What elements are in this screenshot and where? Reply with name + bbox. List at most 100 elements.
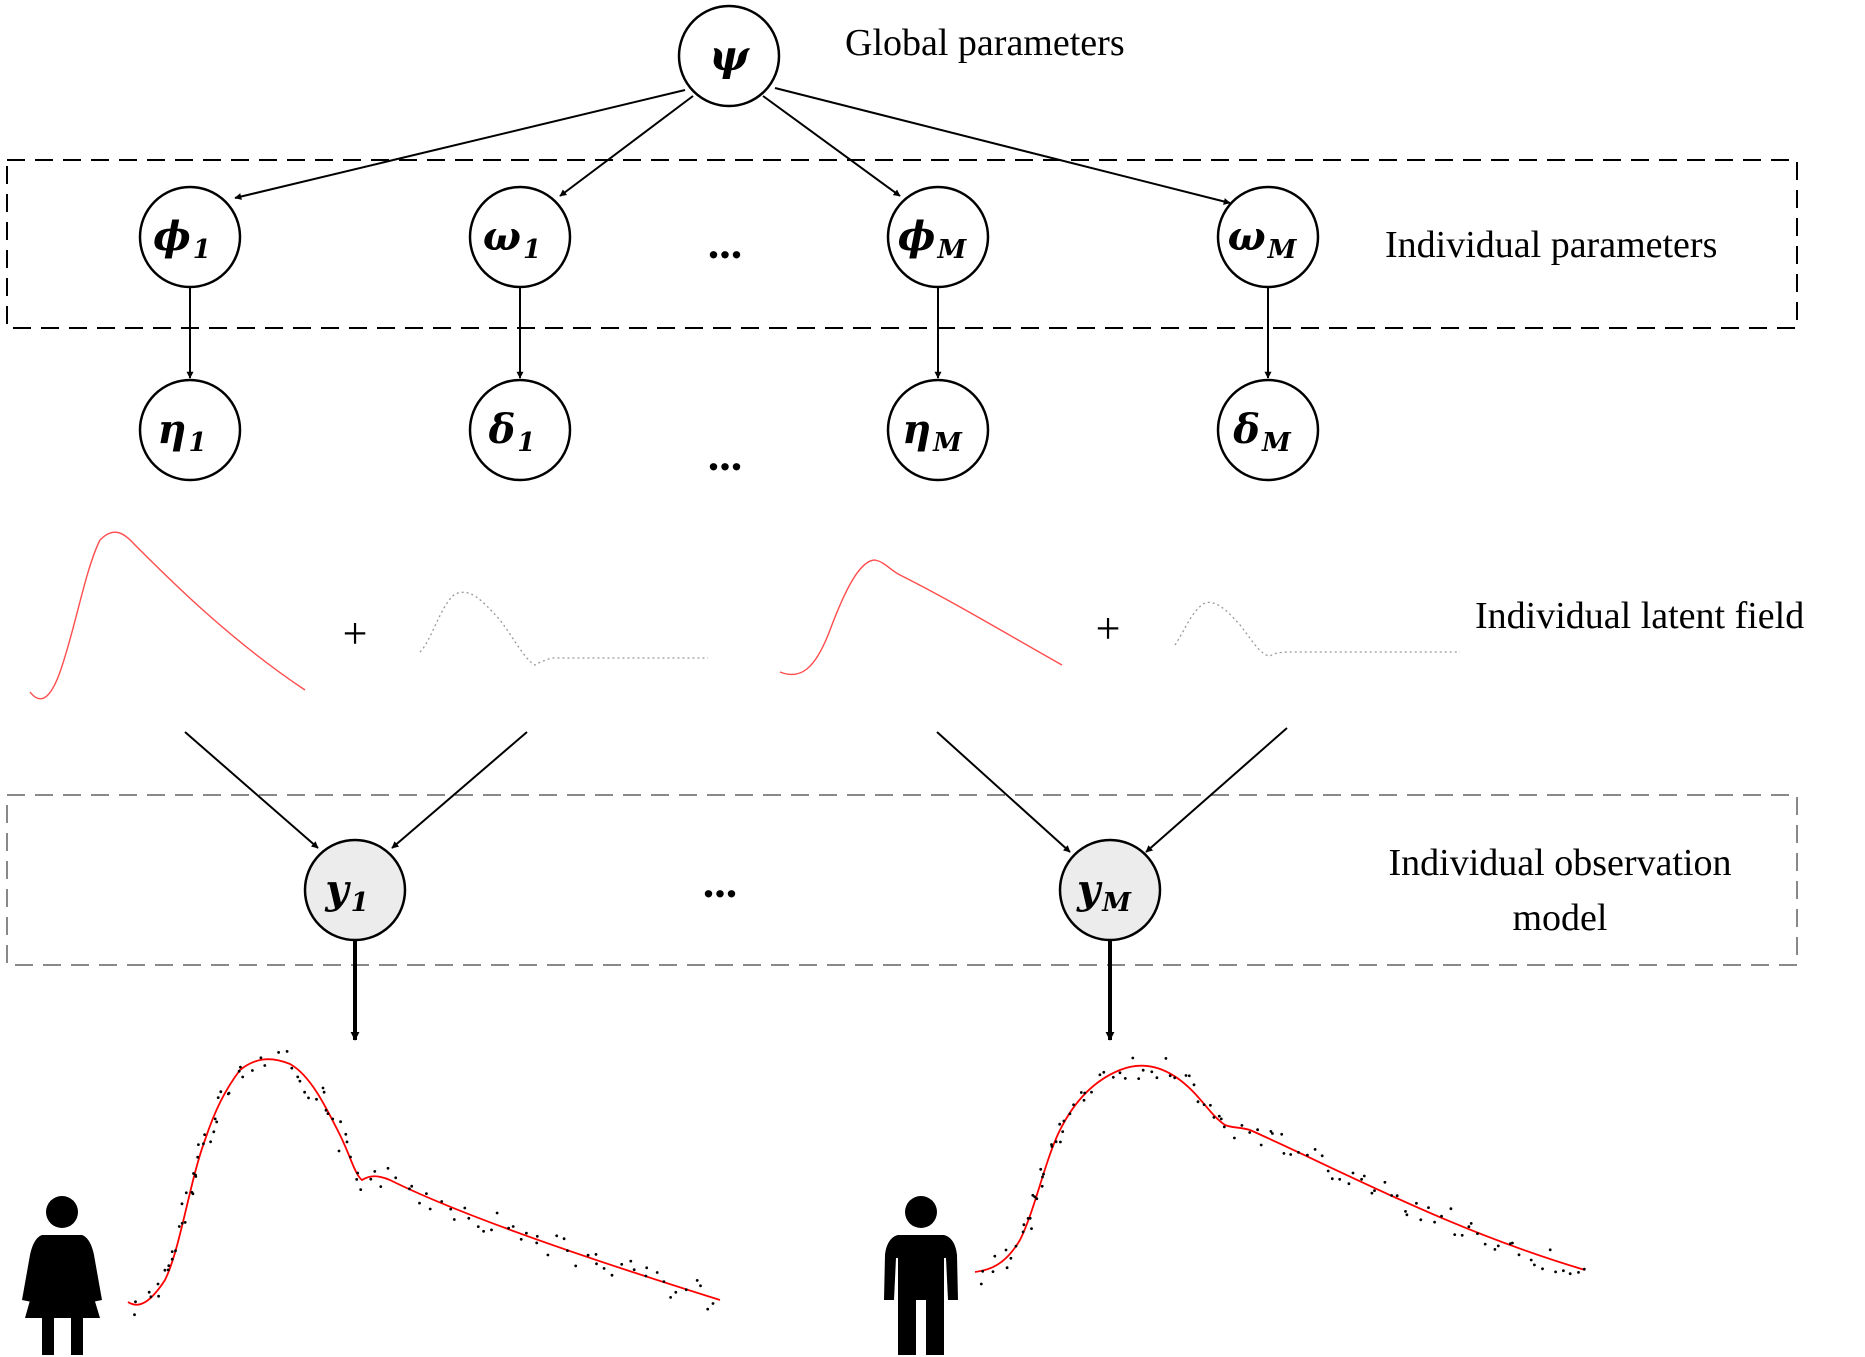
fit-curve-1 [127, 1058, 721, 1306]
observed-point [166, 1268, 170, 1272]
observed-point [1026, 1217, 1030, 1220]
observed-point [507, 1226, 510, 1230]
observed-point [1209, 1103, 1212, 1107]
observed-point [133, 1313, 136, 1317]
observed-point [1222, 1125, 1226, 1129]
latent-field-curves [29, 531, 1460, 700]
observed-point [167, 1264, 171, 1268]
observed-point [190, 1190, 194, 1194]
node-delta-1: δ1 [468, 378, 572, 482]
observed-point [1062, 1119, 1066, 1123]
observed-point [1373, 1189, 1376, 1192]
observed-point [1072, 1103, 1075, 1107]
observed-point [1040, 1184, 1044, 1188]
observed-point [1476, 1232, 1479, 1235]
observed-point [237, 1069, 241, 1073]
observed-point [1033, 1195, 1037, 1199]
observed-point [1517, 1253, 1521, 1257]
observed-point [495, 1211, 499, 1215]
observed-point [1240, 1124, 1244, 1127]
observation-model-label-line1: Individual observation [1389, 842, 1732, 884]
arrows-observation-to-data [350, 940, 1115, 1041]
observed-point [1415, 1201, 1418, 1205]
latent-curve-2-red [779, 559, 1063, 676]
observed-point [1050, 1143, 1053, 1146]
observed-point [1383, 1180, 1387, 1184]
observation-model-label-line2: model [1513, 897, 1608, 939]
observed-point [290, 1066, 294, 1070]
observed-point [356, 1171, 360, 1175]
svg-text:yM: yM [1076, 866, 1132, 918]
observed-point [586, 1253, 590, 1257]
arrows-individual-to-field [186, 287, 1272, 379]
observed-point [993, 1254, 997, 1258]
observed-point [1054, 1140, 1058, 1144]
observed-point [674, 1290, 678, 1294]
observed-point [345, 1140, 349, 1144]
node-y-1: y1 [303, 838, 407, 942]
observed-point [1164, 1057, 1168, 1060]
observed-point [349, 1155, 352, 1159]
individual-latent-field-label: Individual latent field [1475, 595, 1804, 637]
ellipsis-field-params: ... [708, 429, 743, 480]
observed-point [1137, 1077, 1141, 1080]
observed-point [1039, 1167, 1043, 1171]
svg-text:ϕ1: ϕ1 [153, 213, 211, 265]
observed-point [1330, 1177, 1334, 1181]
observed-point [1395, 1194, 1399, 1198]
observed-point [285, 1050, 289, 1053]
observed-point [1030, 1227, 1033, 1230]
observed-point [1269, 1130, 1273, 1133]
plus-sign-1: + [343, 609, 368, 658]
observed-point [1259, 1143, 1263, 1147]
observed-point [699, 1284, 702, 1288]
observed-point [1297, 1151, 1300, 1154]
observed-point [1005, 1266, 1009, 1270]
observed-point [339, 1120, 342, 1124]
observed-point [1098, 1073, 1102, 1077]
observed-point [594, 1253, 598, 1256]
observed-point [535, 1234, 539, 1238]
observed-point [322, 1090, 326, 1094]
observed-point [1196, 1100, 1200, 1104]
observed-point [1168, 1074, 1172, 1078]
svg-text:ωM: ωM [1228, 213, 1298, 265]
observed-point [1419, 1218, 1423, 1222]
observed-point [307, 1096, 310, 1100]
node-delta-M: δM [1216, 378, 1320, 482]
node-psi-symbol: ψ [709, 31, 750, 80]
observed-point [394, 1176, 398, 1180]
node-eta-1: η1 [138, 378, 242, 482]
observed-point [1173, 1076, 1177, 1080]
observed-point [1405, 1213, 1409, 1217]
observed-point [981, 1269, 985, 1273]
observed-point [1433, 1220, 1436, 1224]
observed-point [490, 1228, 493, 1232]
observed-point [711, 1302, 715, 1305]
observed-point [337, 1149, 341, 1153]
observed-point [1289, 1153, 1293, 1156]
observed-point [324, 1108, 328, 1112]
observed-point [194, 1173, 197, 1177]
svg-text:ψ: ψ [709, 31, 750, 80]
observed-point [519, 1237, 523, 1241]
observed-point [1219, 1117, 1223, 1121]
observed-point [1493, 1248, 1497, 1251]
observed-point [298, 1079, 302, 1083]
observed-point [1014, 1244, 1018, 1248]
observed-point [1548, 1248, 1552, 1252]
observed-point [620, 1262, 624, 1266]
observed-point [669, 1296, 672, 1299]
observed-point [202, 1142, 205, 1146]
node-omega-1: ω1 [468, 185, 572, 289]
observed-point [321, 1086, 325, 1090]
observed-point [511, 1225, 515, 1228]
observed-point [369, 1177, 373, 1181]
observed-point [1082, 1098, 1086, 1102]
node-phi-M: ϕM [886, 185, 990, 289]
observed-point [1202, 1103, 1206, 1106]
observed-point [1562, 1269, 1565, 1273]
observed-point [440, 1200, 444, 1203]
observed-point [157, 1294, 161, 1298]
observed-point [183, 1221, 187, 1224]
